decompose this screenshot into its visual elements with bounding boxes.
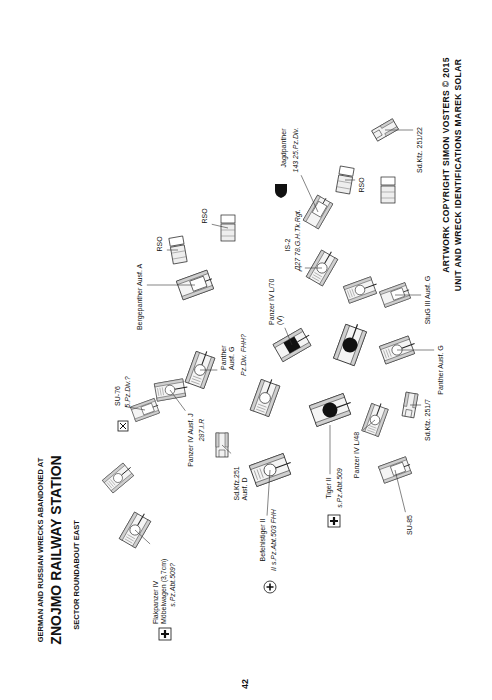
unit-label: II s.Pz.Abt.503 FHH [270,509,278,571]
tiger-drawing [309,392,354,426]
unit-label: 287.I.R [198,419,206,442]
befehlstiger-drawing [249,452,294,486]
tank-drawing [334,321,368,366]
leader-line [385,130,413,131]
unit-label: 5.Pz.Div.? [124,376,132,407]
bergepanther-drawing [176,270,215,300]
panzer-drawing [273,327,314,362]
leader-line [135,530,150,544]
leader-line [363,420,375,430]
leader-line [147,285,195,286]
unit-symbols [118,184,340,640]
vehicle-label: Jagdpanther [280,129,288,168]
unit-symbol [328,515,340,527]
leader-line [410,405,421,406]
unit-label: Pz.Div. FHH? [240,334,248,376]
leader-line [212,224,228,228]
vehicle-label: RSO [358,177,366,192]
vehicle-label: Panzer IV L/48 [353,432,361,478]
unit-label: Д27 78.G.H.Tk.Rgt. [294,209,302,270]
leader-line [395,295,421,296]
vehicle-label: Bergepanther Ausf. A [136,264,144,330]
flakpanzer-drawing [119,509,152,548]
vehicle-label: StuG III Ausf. G [424,276,432,325]
vehicle-label: RSO [201,208,209,223]
leader-line [395,470,405,512]
vehicle-label: Panther Ausf. G [437,345,445,394]
copyright-note: ARTWORK COPYRIGHT SIMON VOSTERS © 2015 [442,57,451,273]
unit-label: s.Pz.Abt.509? [169,563,177,607]
unit-symbol [118,421,128,431]
unit-symbol [159,628,171,640]
wreck-drawing [102,461,136,493]
copyright-note: UNIT AND WRECK IDENTIFICATIONS MAREK SOL… [454,59,463,292]
page-heading: SECTOR ROUNDABOUT EAST [73,520,81,629]
leader-line [305,268,322,269]
vehicle-label: Sd.Kfz. 251/7 [424,399,432,441]
leader-line [345,180,355,181]
vehicle-label: IS-2 [284,239,292,252]
panzer-drawing [362,400,389,436]
leader-line [301,175,318,212]
page-heading: GERMAN AND RUSSIAN WRECKS ABANDONED AT [37,458,45,642]
leader-line [167,250,178,251]
unit-symbol [275,184,287,198]
unit-label: s.Pz.Abt.509 [336,468,344,508]
vehicle-label: Sd.Kfz.251 Ausf. D [233,456,248,501]
page-number: 42 [241,679,251,689]
is2-drawing [306,247,339,286]
vehicle-label: Panzer IV L/70 (V) [268,275,283,325]
vehicle-label: Panzer IV Ausf. J [187,413,195,467]
page-title: ZNOJMO RAILWAY STATION [49,455,64,644]
vehicle-label: Sd.Kfz. 251/22 [416,127,424,173]
leader-line [222,445,231,453]
vehicle-label: Befehlstiger II [259,519,267,562]
vehicle-label: SU-76 [114,386,122,406]
leader-line [330,425,331,474]
unit-symbol [264,581,276,593]
unit-label: 143 25.Pz.Div. [292,127,300,172]
panther-drawing [379,335,417,364]
leader-line [285,328,292,345]
tank-drawing [250,376,281,417]
su85-drawing [378,456,413,483]
su76-drawing [131,398,161,422]
vehicle-drawings [102,119,418,548]
vehicle-label: RSO [156,236,164,251]
truck-drawing [381,177,395,203]
leader-line [397,350,434,351]
panther-drawing [185,348,216,389]
jagdpanther-drawing [303,194,333,229]
vehicle-label: Flakpanzer IV Möbelwagen (3,7cm) [152,546,167,624]
tank-drawing [343,276,379,303]
vehicle-label: SU-85 [406,515,414,535]
vehicle-label: Panther Ausf. G [220,330,235,370]
leader-line [267,470,270,516]
leader-line [170,390,185,411]
panzer-drawing [154,378,189,401]
leader-line [200,370,217,371]
vehicle-label: Tiger II [325,477,333,499]
